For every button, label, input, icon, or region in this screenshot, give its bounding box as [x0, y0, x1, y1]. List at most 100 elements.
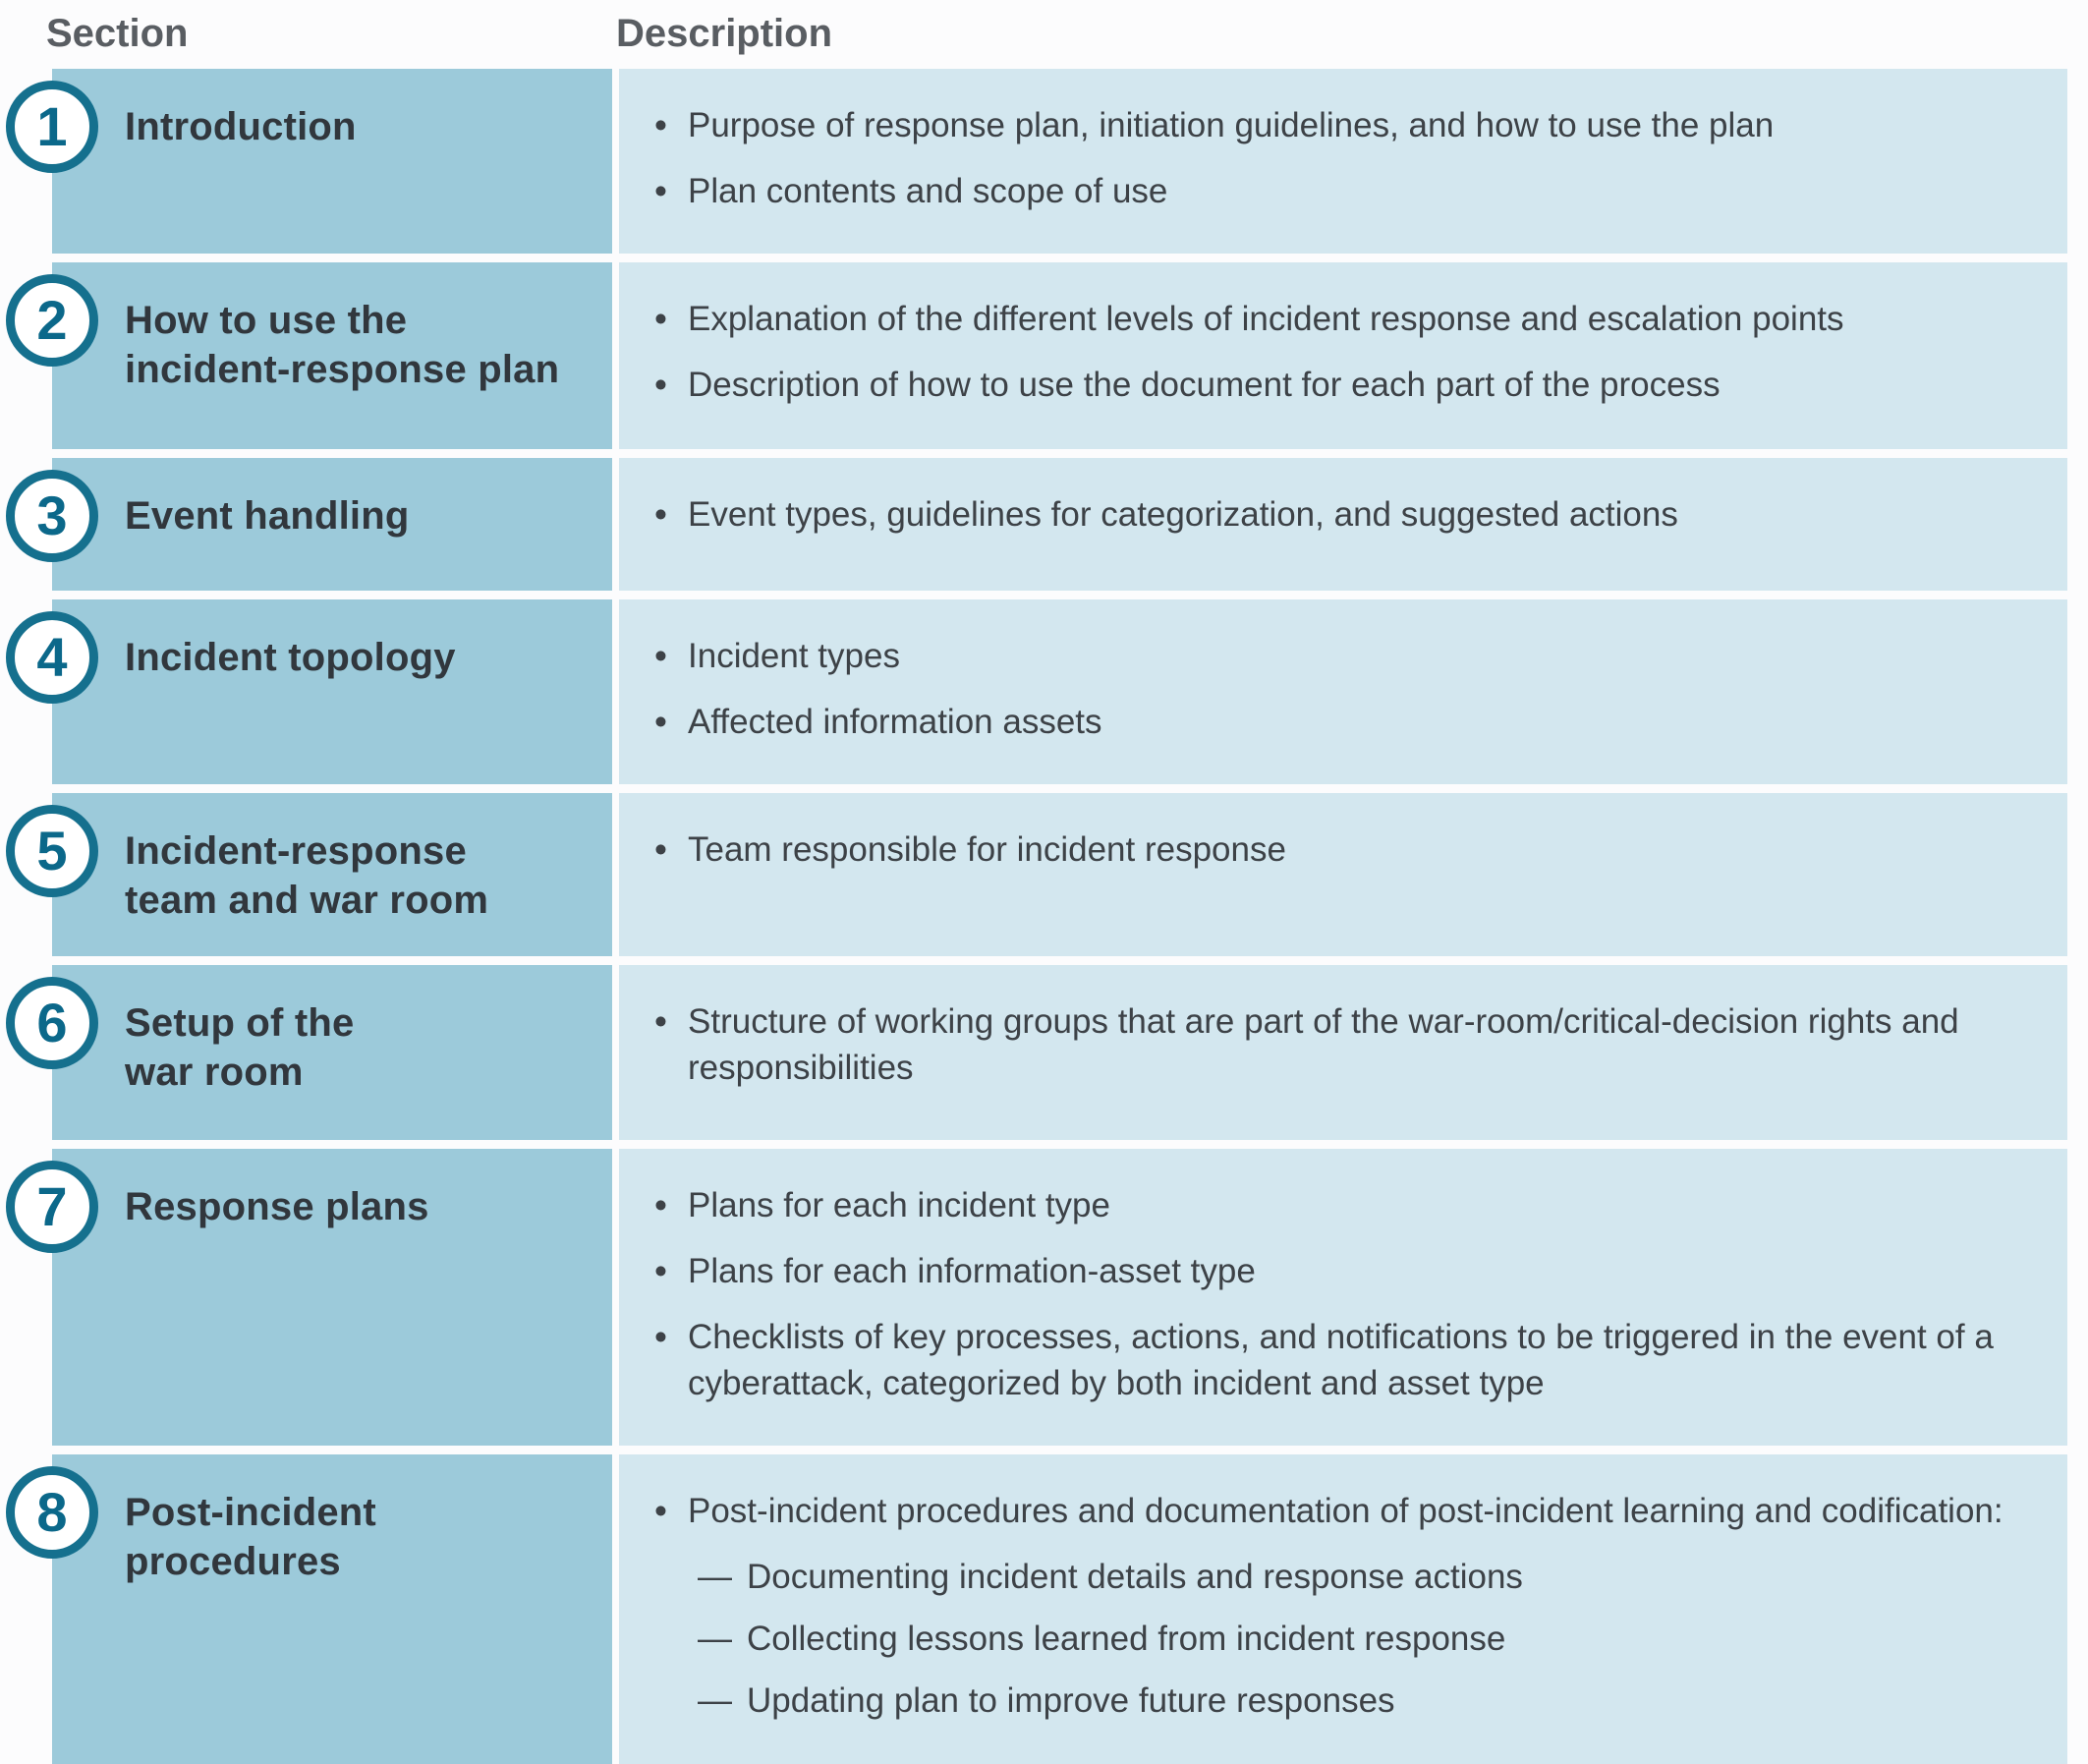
description-column-header: Description	[616, 12, 833, 55]
row-number: 1	[36, 95, 68, 157]
bullet-marker-icon: •	[654, 494, 667, 535]
row-number: 3	[36, 484, 68, 546]
dash-marker-icon: —	[698, 1681, 732, 1720]
description-cell: •Post-incident procedures and documentat…	[619, 1454, 2067, 1764]
bullet-item: •Affected information assets	[654, 699, 2060, 745]
bullet-item: • Plans for each incident type	[654, 1182, 2060, 1228]
bullet-item: •Checklists of key processes, actions, a…	[654, 1314, 2060, 1406]
table-row: 2 How to use the incident-response plan • Ex…	[6, 262, 2067, 449]
column-gap	[612, 1149, 619, 1446]
column-gap	[612, 69, 619, 254]
row-number: 7	[36, 1175, 68, 1237]
bullet-item-text: Plan contents and scope of use	[688, 172, 1168, 210]
bullet-item-text: Affected information assets	[688, 703, 1102, 741]
bullet-item-text: Plans for each information-asset type	[688, 1252, 1256, 1290]
row-number-badge: 5	[6, 805, 98, 897]
row-number-badge: 2	[6, 274, 98, 367]
section-title: Incident topology	[125, 633, 594, 682]
column-gap	[612, 965, 619, 1140]
bullet-marker-icon: •	[654, 365, 667, 405]
table-header-row: Section Description	[0, 0, 2088, 69]
bullet-item-text: Event types, guidelines for categorizati…	[688, 495, 1678, 534]
row-number-badge: 3	[6, 470, 98, 562]
section-title-line: incident-response plan	[125, 348, 560, 391]
section-cell: 8 Post-incident procedures	[6, 1454, 612, 1764]
column-gap	[612, 262, 619, 449]
dash-item: —Updating plan to improve future respons…	[698, 1678, 2060, 1724]
bullet-item: • Team responsible for incident response	[654, 826, 2060, 873]
row-number-badge: 1	[6, 81, 98, 173]
column-gap	[612, 1454, 619, 1764]
bullet-marker-icon: •	[654, 1185, 667, 1225]
bullet-marker-icon: •	[654, 829, 667, 870]
row-number-badge: 6	[6, 977, 98, 1069]
row-number-badge: 8	[6, 1466, 98, 1559]
bullet-marker-icon: •	[654, 171, 667, 211]
section-title: Setup of the war room	[125, 998, 594, 1097]
section-title-line: How to use the	[125, 299, 408, 342]
section-cell: 4 Incident topology	[6, 599, 612, 784]
bullet-item-text: Structure of working groups that are par…	[688, 1002, 1959, 1087]
bullet-marker-icon: •	[654, 1491, 667, 1531]
bullet-item: •Plans for each information-asset type	[654, 1248, 2060, 1294]
row-number: 8	[36, 1481, 68, 1543]
dash-item: — Documenting incident details and respon…	[698, 1554, 2060, 1600]
section-title-line: Post-incident	[125, 1491, 376, 1534]
table-row: 6 Setup of the war room •Structure of worki…	[6, 965, 2067, 1140]
section-title: How to use the incident-response plan	[125, 296, 594, 394]
bullet-item: • Description of how to use the document …	[654, 362, 2060, 408]
bullet-item-text: Description of how to use the document f…	[688, 366, 1721, 404]
description-cell: • Event types, guidelines for categorizat…	[619, 458, 2067, 591]
description-cell: • Team responsible for incident response	[619, 793, 2067, 956]
table-row: 4 Incident topology • Incident types •Affect…	[6, 599, 2067, 784]
section-title-line: procedures	[125, 1540, 341, 1583]
column-gap	[612, 599, 619, 784]
bullet-marker-icon: •	[654, 636, 667, 676]
section-column-header: Section	[46, 12, 189, 55]
bullet-item-text: Plans for each incident type	[688, 1186, 1110, 1224]
column-gap	[612, 458, 619, 591]
section-title-line: Incident topology	[125, 636, 456, 679]
row-number-badge: 4	[6, 611, 98, 704]
table-row: 1 Introduction • Purpose of response plan, …	[6, 69, 2067, 254]
row-number: 6	[36, 992, 68, 1053]
bullet-item: • Purpose of response plan, initiation gu…	[654, 102, 2060, 148]
dash-item: —Collecting lessons learned from inciden…	[698, 1616, 2060, 1662]
dash-marker-icon: —	[698, 1558, 732, 1596]
row-number: 4	[36, 626, 68, 688]
description-cell: •Plans for each incident type•Plans for …	[619, 1149, 2067, 1446]
bullet-item: • Plan contents and scope of use	[654, 168, 2060, 214]
description-cell: • Explanation of the different levels of …	[619, 262, 2067, 449]
row-number: 5	[36, 820, 68, 882]
section-cell: 6 Setup of the war room	[6, 965, 612, 1140]
section-title-line: Setup of the	[125, 1001, 355, 1045]
bullet-item: •Structure of working groups that are pa…	[654, 998, 2060, 1091]
description-cell: • Purpose of response plan, initiation gu…	[619, 69, 2067, 254]
bullet-item-text: Team responsible for incident response	[688, 830, 1286, 869]
bullet-item-text: Explanation of the different levels of i…	[688, 300, 1844, 338]
bullet-item-text: Purpose of response plan, initiation gui…	[688, 106, 1775, 144]
bullet-item-text: Incident types	[688, 637, 900, 675]
bullet-marker-icon: •	[654, 1317, 667, 1357]
section-cell: 2 How to use the incident-response plan	[6, 262, 612, 449]
section-title: Introduction	[125, 102, 594, 151]
section-title-line: team and war room	[125, 879, 489, 922]
section-title-line: Introduction	[125, 105, 357, 148]
column-gap	[612, 793, 619, 956]
dash-marker-icon: —	[698, 1620, 732, 1658]
section-cell: 1 Introduction	[6, 69, 612, 254]
dash-item-text: Documenting incident details and respons…	[747, 1558, 1523, 1596]
bullet-marker-icon: •	[654, 105, 667, 145]
row-number-badge: 7	[6, 1161, 98, 1253]
section-title-line: war room	[125, 1051, 304, 1094]
description-cell: • Incident types •Affected information ass…	[619, 599, 2067, 784]
row-number: 2	[36, 289, 68, 351]
section-title: Post-incident procedures	[125, 1488, 594, 1586]
bullet-item: •Post-incident procedures and documentat…	[654, 1488, 2060, 1534]
